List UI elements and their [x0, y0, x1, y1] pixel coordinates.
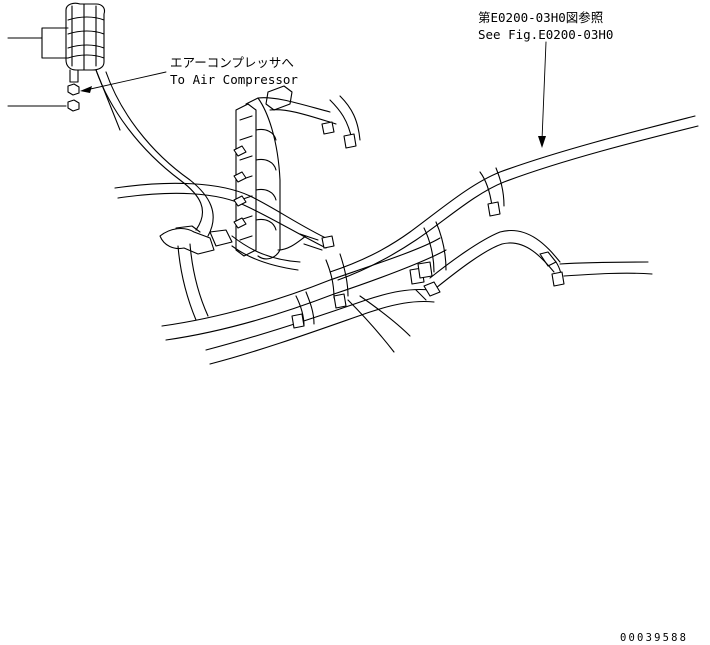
- leader-see-fig: [538, 41, 547, 148]
- see-fig-label-jp: 第E0200-03H0図参照: [478, 10, 603, 25]
- main-harness: [95, 69, 699, 365]
- top-connector: [265, 85, 361, 149]
- clamp-center: [409, 221, 447, 285]
- clamp-center-left: [325, 253, 349, 309]
- connector-rack: [233, 97, 337, 260]
- air-compressor-connector: [7, 2, 121, 131]
- clamp-lower-left: [291, 291, 315, 329]
- clamp-right: [539, 251, 565, 287]
- small-connector-center: [299, 233, 335, 251]
- drawing-code: 00039588: [620, 632, 688, 644]
- clamp-upper-right: [479, 167, 505, 217]
- terminal-nut-upper: [67, 83, 80, 96]
- air-compressor-label-jp: エアーコンプレッサへ: [170, 55, 294, 70]
- leader-air-compressor: [80, 71, 167, 93]
- junction-clip: [415, 281, 441, 301]
- left-clip-connector: [159, 225, 301, 271]
- see-fig-label-en: See Fig.E0200-03H0: [478, 27, 613, 42]
- air-compressor-label-en: To Air Compressor: [170, 72, 298, 87]
- terminal-nut-lower: [7, 99, 80, 112]
